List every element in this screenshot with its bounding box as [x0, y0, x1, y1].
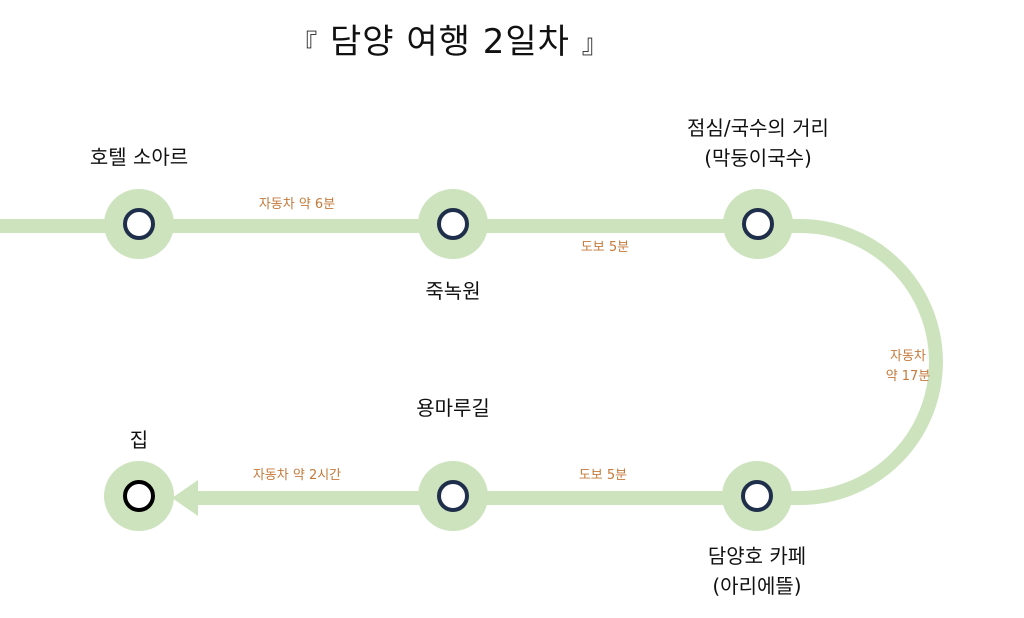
stop-label-yongmarugil: 용마루길 — [416, 393, 490, 423]
stop-node-lunch — [723, 189, 793, 259]
stop-label-line: (막둥이국수) — [704, 146, 812, 170]
stop-label-line: 집 — [129, 428, 149, 452]
stop-label-line: 점심/국수의 거리 — [687, 116, 829, 140]
stop-label-cafe: 담양호 카페 (아리에뜰) — [708, 541, 806, 601]
title-close-bracket: 』 — [581, 30, 609, 60]
stop-label-line: 용마루길 — [416, 396, 490, 420]
stop-node-home — [104, 461, 174, 531]
stop-label-juknokwon: 죽녹원 — [425, 276, 480, 306]
stop-label-line: 담양호 카페 — [707, 544, 807, 568]
stop-node-hotel — [104, 189, 174, 259]
segment-label-line: 약 17분 — [885, 369, 931, 384]
segment-label-yongmarugil-to-home: 자동차 약 2시간 — [253, 466, 341, 486]
segment-label-line: 자동차 약 2시간 — [252, 468, 342, 483]
stop-label-hotel: 호텔 소아르 — [90, 142, 188, 172]
segment-label-juknokwon-to-lunch: 도보 5분 — [581, 238, 629, 258]
stop-label-line: 호텔 소아르 — [89, 145, 189, 169]
stop-node-cafe — [722, 461, 792, 531]
stop-node-juknokwon — [418, 189, 488, 259]
stop-node-yongmarugil — [418, 461, 488, 531]
stop-label-home: 집 — [130, 425, 148, 455]
segment-label-line: 자동차 — [890, 349, 926, 364]
title-text: 담양 여행 2일차 — [330, 22, 570, 62]
segment-label-hotel-to-juknokwon: 자동차 약 6분 — [259, 195, 335, 215]
title-open-bracket: 『 — [291, 30, 319, 60]
segment-label-lunch-to-cafe: 자동차 약 17분 — [886, 347, 931, 387]
page-title: 『 담양 여행 2일차 』 — [0, 14, 900, 63]
route-line — [0, 219, 943, 505]
stop-label-line: 죽녹원 — [425, 279, 481, 303]
stop-label-lunch: 점심/국수의 거리 (막둥이국수) — [687, 113, 829, 173]
segment-label-line: 자동차 약 6분 — [258, 197, 336, 212]
route-arrowhead — [172, 480, 198, 516]
segment-label-line: 도보 5분 — [580, 240, 630, 255]
segment-label-line: 도보 5분 — [578, 468, 628, 483]
segment-label-cafe-to-yongmarugil: 도보 5분 — [579, 466, 627, 486]
stop-label-line: (아리에뜰) — [712, 574, 802, 598]
